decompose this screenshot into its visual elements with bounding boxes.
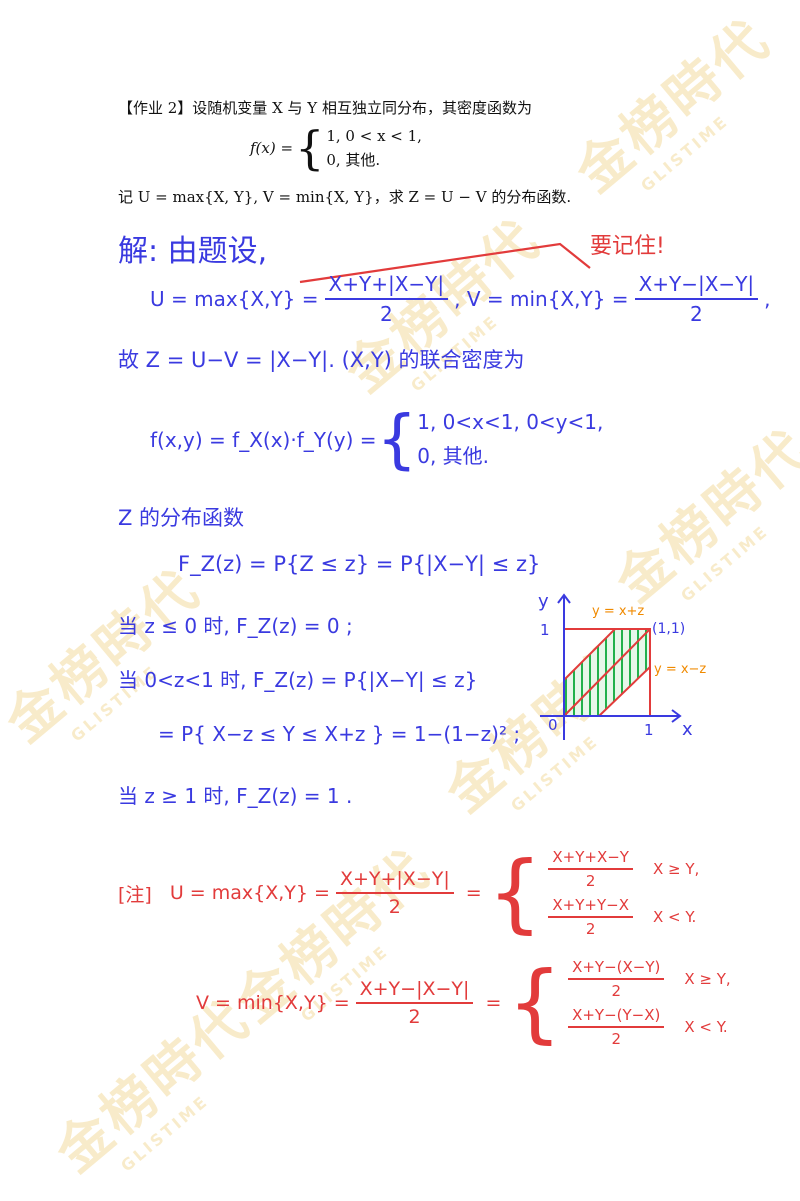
y-axis-label: y (538, 591, 549, 612)
note-v-case2-fraction: X+Y−(Y−X) 2 (568, 1006, 665, 1048)
joint-case-1: 1, 0<x<1, 0<y<1, (417, 410, 604, 434)
note-u-left: U = max{X,Y} = (169, 882, 330, 904)
u-fraction: X+Y+|X−Y|2 (324, 272, 449, 326)
x-tick-label: 1 (644, 721, 654, 739)
note-u-case1-fraction: X+Y+X−Y 2 (548, 848, 633, 890)
density-case-2: 0, 其他. (326, 151, 381, 169)
annotation-pointer (299, 242, 591, 284)
note-v-case1-denominator: 2 (611, 982, 621, 1000)
y-tick-label: 1 (540, 621, 550, 639)
upper-boundary-line (563, 628, 616, 681)
upper-line-label: y = x+z (592, 604, 644, 619)
u-definition: U = max{X,Y} = (150, 287, 319, 311)
solution-heading: 解: 由题设, (118, 234, 268, 269)
v-numerator: X+Y−|X−Y| (634, 272, 759, 300)
problem-statement: 【作业 2】设随机变量 X 与 Y 相互独立同分布，其密度函数为 (118, 99, 532, 117)
v-denominator: 2 (689, 302, 703, 326)
diagonal-line (563, 628, 651, 717)
note-u-case1-numerator: X+Y+X−Y (548, 848, 633, 870)
x-axis-arrow (671, 709, 682, 723)
joint-brace: { (376, 402, 418, 477)
u-v-definition: U = max{X,Y} = X+Y+|X−Y|2 , V = min{X,Y}… (150, 272, 771, 326)
case-z-between-result: = P{ X−z ≤ Y ≤ X+z } = 1−(1−z)² ; (158, 722, 521, 746)
problem-question: 记 U = max{X, Y}, V = min{X, Y}，求 Z = U −… (118, 188, 572, 206)
z-definition: 故 Z = U−V = |X−Y|. (X,Y) 的联合密度为 (118, 348, 525, 372)
density-function: f(x) = { 1, 0 < x < 1, 0, 其他. (250, 124, 422, 172)
note-v-denominator: 2 (408, 1006, 421, 1028)
note-v-brace: { (507, 953, 563, 1053)
note-v-case1-condition: X ≥ Y, (684, 970, 731, 988)
equals-sign: = (485, 992, 502, 1014)
note-u-case2-condition: X < Y. (652, 908, 697, 926)
case-z-nonpositive: 当 z ≤ 0 时, F_Z(z) = 0 ; (118, 614, 353, 638)
note-u-case2-denominator: 2 (585, 920, 596, 938)
distribution-heading: Z 的分布函数 (118, 506, 245, 530)
x-axis-label: x (682, 719, 693, 740)
annotation-arrow-line (299, 242, 591, 284)
v-tail: , (764, 287, 771, 311)
equals-sign: = (465, 882, 482, 904)
note-u-numerator: X+Y+|X−Y| (335, 868, 454, 894)
lower-boundary-line (598, 666, 651, 717)
joint-density-left: f(x,y) = f_X(x)·f_Y(y) = (150, 427, 377, 452)
note-min: V = min{X,Y} = X+Y−|X−Y|2 = { X+Y−(X−Y)2… (196, 952, 731, 1054)
corner-label: (1,1) (652, 621, 685, 637)
note-v-case2-numerator: X+Y−(Y−X) (568, 1006, 665, 1028)
note-v-numerator: X+Y−|X−Y| (355, 978, 474, 1004)
note-u-fraction: X+Y+|X−Y|2 (335, 868, 454, 918)
y-axis-arrow (557, 593, 571, 604)
note-u-case2-numerator: X+Y+Y−X (548, 896, 633, 918)
note-v-case2-denominator: 2 (611, 1030, 621, 1048)
case-z-ge-one: 当 z ≥ 1 时, F_Z(z) = 1 . (118, 784, 353, 808)
lower-line-label: y = x−z (654, 662, 706, 677)
note-v-case2-condition: X < Y. (684, 1018, 728, 1036)
note-v-fraction: X+Y−|X−Y|2 (355, 978, 474, 1028)
note-u-case2-fraction: X+Y+Y−X 2 (548, 896, 633, 938)
left-brace: { (295, 121, 325, 175)
note-u-case1-condition: X ≥ Y, (652, 860, 700, 878)
joint-case-2: 0, 其他. (417, 444, 490, 468)
note-v-case1-fraction: X+Y−(X−Y) 2 (568, 958, 665, 1000)
origin-label: 0 (548, 716, 558, 734)
note-u-case1-denominator: 2 (585, 872, 596, 890)
case-z-between: 当 0<z<1 时, F_Z(z) = P{|X−Y| ≤ z} (118, 668, 478, 692)
density-case-1: 1, 0 < x < 1, (326, 127, 422, 145)
v-fraction: X+Y−|X−Y|2 (634, 272, 759, 326)
note-u-brace: { (487, 843, 543, 943)
v-definition: , V = min{X,Y} = (454, 287, 629, 311)
note-label: [注] (118, 883, 152, 906)
region-graph: y x 0 1 1 (1,1) y = x+z y = x−z (538, 591, 706, 740)
note-u-denominator: 2 (388, 896, 401, 918)
annotation-remember: 要记住! (590, 234, 665, 259)
distribution-definition: F_Z(z) = P{Z ≤ z} = P{|X−Y| ≤ z} (178, 552, 541, 576)
note-max: [注] U = max{X,Y} = X+Y+|X−Y|2 = { X+Y+X−… (118, 842, 699, 944)
note-v-case1-numerator: X+Y−(X−Y) (568, 958, 665, 980)
joint-density: f(x,y) = f_X(x)·f_Y(y) = { 1, 0<x<1, 0<y… (150, 404, 603, 475)
density-label: f(x) = (250, 139, 294, 157)
note-v-left: V = min{X,Y} = (196, 992, 350, 1014)
u-denominator: 2 (379, 302, 393, 326)
u-numerator: X+Y+|X−Y| (324, 272, 449, 300)
